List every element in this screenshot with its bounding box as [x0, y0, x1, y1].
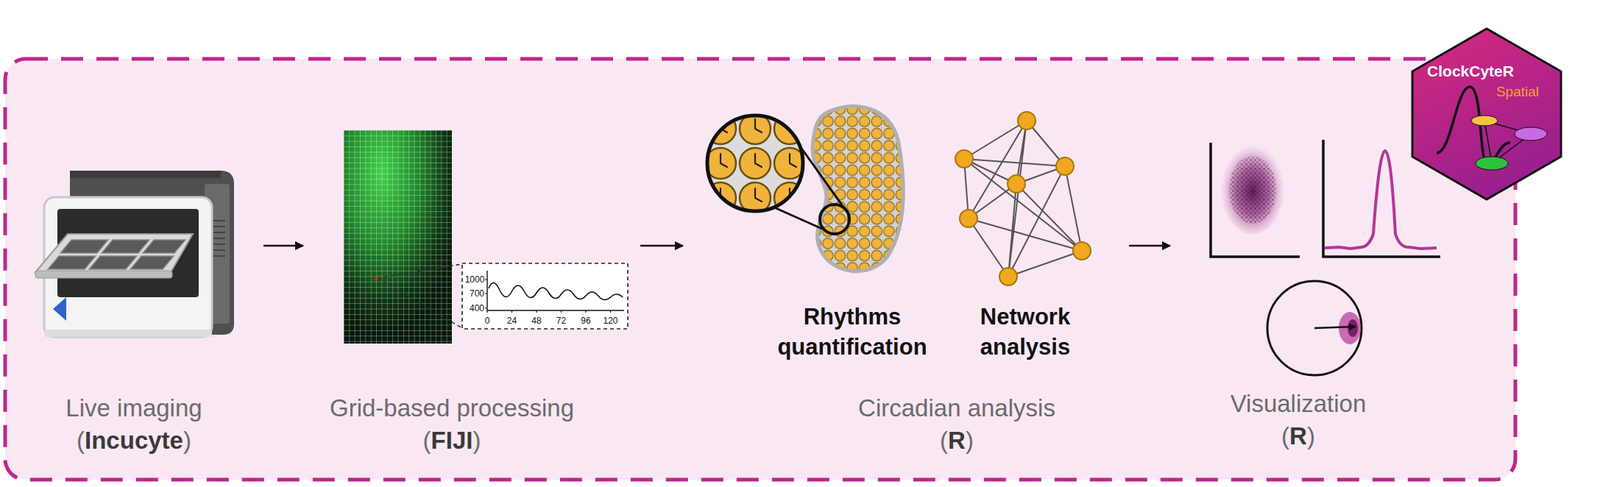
zoom-lines	[774, 144, 847, 229]
network-vertex	[999, 267, 1018, 286]
axis-tick-label: 1000	[459, 273, 490, 286]
stage-label: (R)	[1136, 420, 1461, 453]
clock-grid	[705, 113, 806, 214]
plate-tray	[35, 234, 193, 273]
well	[47, 256, 96, 270]
step-label: Rhythms quantification	[763, 301, 941, 363]
plot-axes	[1210, 142, 1300, 257]
trace-inset	[462, 263, 628, 329]
phase-circle-plot	[1267, 281, 1362, 376]
axis-tick-label: 0	[472, 314, 502, 327]
period-peak	[1324, 150, 1437, 249]
network-vertex	[1056, 157, 1074, 176]
well	[60, 239, 109, 254]
clock-tissue	[705, 105, 904, 271]
grid-image	[343, 130, 463, 344]
zoom-leader	[377, 264, 463, 329]
axis-tick-label: 96	[571, 314, 601, 327]
axis-tick-label: 120	[596, 314, 626, 327]
network-links	[964, 120, 1082, 277]
phase-core	[1347, 319, 1358, 338]
tissue-outline	[812, 105, 904, 271]
instrument-rim	[69, 170, 221, 179]
well	[130, 256, 174, 270]
step-label-box: Network analysis	[956, 294, 1094, 368]
instrument-base	[44, 329, 212, 338]
zoom-circle	[707, 115, 803, 212]
tissue-cells	[812, 105, 904, 271]
stage-group: Grid-based processing(FIJI)	[303, 110, 641, 464]
density-cloud	[1220, 139, 1286, 235]
well	[89, 256, 137, 270]
stage-label: Grid-based processing	[289, 392, 614, 425]
clock-icon	[739, 147, 771, 179]
density-plot	[1210, 139, 1300, 257]
analysis-grid	[343, 130, 452, 344]
hexagon-logo: ClockCyteR Spatial	[1410, 27, 1563, 201]
inset-axes	[487, 270, 625, 311]
network-vertex	[959, 209, 978, 228]
stage-label: Visualization	[1136, 387, 1461, 421]
stage-label: (Incucyte)	[0, 424, 296, 458]
flow-arrow	[263, 245, 304, 248]
network-vertices	[955, 111, 1091, 286]
network-vertex	[1073, 242, 1091, 260]
inset-frame	[462, 263, 628, 329]
stage-group: Circadian analysis(R) Rhythms quantificat…	[682, 103, 1129, 464]
stage-label: Circadian analysis	[794, 392, 1119, 425]
logo-text: Spatial	[1480, 83, 1555, 101]
axis-tick-label: 24	[497, 314, 527, 327]
density-pixels	[1229, 156, 1277, 224]
logo-node	[1475, 156, 1509, 171]
mean-phase-arrow	[1314, 326, 1356, 329]
phase-cluster	[1338, 312, 1361, 345]
zoom-spot	[819, 204, 850, 235]
blue-badge	[52, 297, 67, 321]
tray-lip	[35, 270, 173, 279]
logo-node	[1471, 115, 1498, 126]
fluorescence-image	[343, 130, 452, 344]
plate-wells	[47, 239, 186, 270]
stage-label: (FIJI)	[289, 424, 614, 458]
flow-arrow	[1128, 245, 1171, 248]
stage-group: Visualization(R)	[1170, 110, 1465, 464]
axis-tick-label: 400	[462, 302, 492, 315]
stage-group: Live imaging(Incucyte)	[14, 139, 264, 464]
hexagon-outline	[1410, 27, 1563, 201]
incucyte-instrument	[35, 170, 235, 338]
dashed-frame	[5, 58, 1516, 480]
phase-circle	[1267, 281, 1362, 376]
stage-label: (R)	[794, 424, 1119, 458]
network-vertex	[1017, 111, 1036, 130]
well	[101, 239, 150, 254]
network-vertex	[955, 150, 973, 168]
axis-tick-label: 72	[546, 314, 577, 327]
step-label: Network analysis	[955, 301, 1096, 363]
well	[142, 239, 186, 254]
network-vertex	[1007, 175, 1026, 193]
network-graph	[955, 111, 1091, 286]
bioluminescence-trace	[488, 282, 623, 300]
axis-tick-label: 48	[521, 314, 552, 327]
flow-arrow	[640, 245, 683, 248]
logo-text: ClockCyteR	[1415, 61, 1526, 81]
axis-tick-label: 700	[462, 287, 492, 300]
instrument-front	[44, 197, 212, 338]
logo-node	[1514, 127, 1548, 141]
step-label-box: Rhythms quantification	[765, 294, 940, 368]
hexagon-shape	[1412, 28, 1561, 200]
stage-label: Live imaging	[0, 392, 296, 425]
